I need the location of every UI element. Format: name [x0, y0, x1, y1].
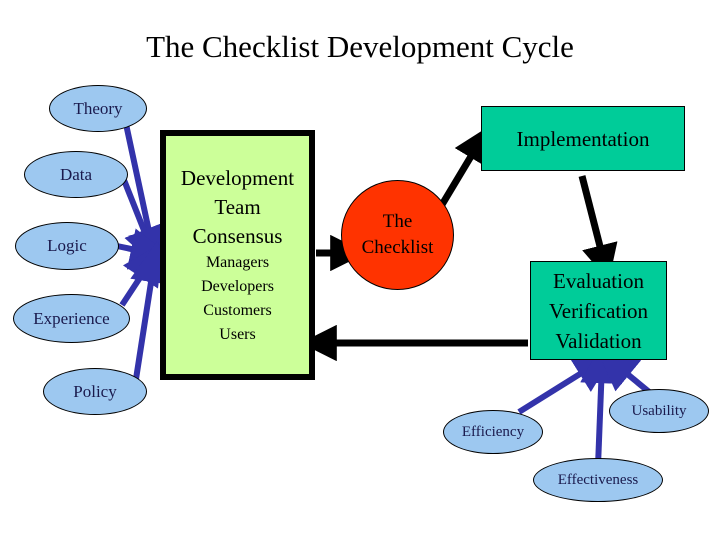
input-ellipse-theory[interactable]: Theory	[49, 85, 147, 132]
development-member-line-3: Customers	[203, 301, 272, 319]
outcome-ellipse-usability[interactable]: Usability	[609, 389, 709, 433]
checklist-ellipse[interactable]: The Checklist	[341, 180, 454, 290]
input-ellipse-experience[interactable]: Experience	[13, 294, 130, 343]
input-label-policy: Policy	[73, 381, 117, 401]
outcome-label-effectiveness: Effectiveness	[557, 471, 639, 488]
connector-logic-to-development	[116, 228, 173, 270]
input-label-experience: Experience	[33, 308, 110, 328]
input-connector-lines	[116, 123, 173, 380]
outcome-ellipse-efficiency[interactable]: Efficiency	[443, 410, 543, 454]
input-label-theory: Theory	[73, 98, 123, 118]
checklist-line-2: Checklist	[361, 237, 434, 258]
page-title: The Checklist Development Cycle	[146, 29, 574, 64]
checklist-line-1: The	[382, 211, 413, 232]
connector-theory-to-development	[123, 123, 170, 273]
development-member-line-2: Developers	[201, 277, 274, 295]
input-ellipse-data[interactable]: Data	[24, 151, 128, 198]
development-member-line-4: Users	[219, 325, 256, 343]
evaluation-line-3: Validation	[555, 328, 642, 353]
connector-effectiveness-to-evaluation	[580, 341, 623, 467]
input-label-data: Data	[59, 164, 93, 184]
connector-efficiency-to-evaluation	[517, 351, 616, 415]
input-ellipse-logic[interactable]: Logic	[15, 222, 119, 270]
development-heading-line-1: Development	[180, 165, 295, 190]
development-member-line-1: Managers	[205, 253, 270, 271]
development-heading-line-2: Team	[214, 194, 261, 219]
input-label-logic: Logic	[47, 236, 87, 255]
evaluation-box[interactable]: Evaluation Verification Validation	[530, 261, 667, 360]
outcome-label-usability: Usability	[631, 402, 687, 419]
development-team-box[interactable]: Development Team Consensus Managers Deve…	[160, 130, 315, 380]
outcome-label-efficiency: Efficiency	[461, 423, 525, 440]
evaluation-line-1: Evaluation	[553, 268, 644, 293]
outcome-ellipse-effectiveness[interactable]: Effectiveness	[533, 458, 663, 502]
implementation-label: Implementation	[516, 126, 650, 151]
implementation-box[interactable]: Implementation	[481, 106, 685, 171]
connector-policy-to-development	[130, 240, 172, 380]
input-ellipse-policy[interactable]: Policy	[43, 368, 147, 415]
connector-experience-to-development	[119, 241, 164, 307]
evaluation-line-2: Verification	[548, 298, 649, 323]
development-heading-line-3: Consensus	[192, 223, 283, 248]
connector-data-to-development	[121, 178, 164, 270]
connector-implementation-to-evaluation	[578, 175, 618, 281]
